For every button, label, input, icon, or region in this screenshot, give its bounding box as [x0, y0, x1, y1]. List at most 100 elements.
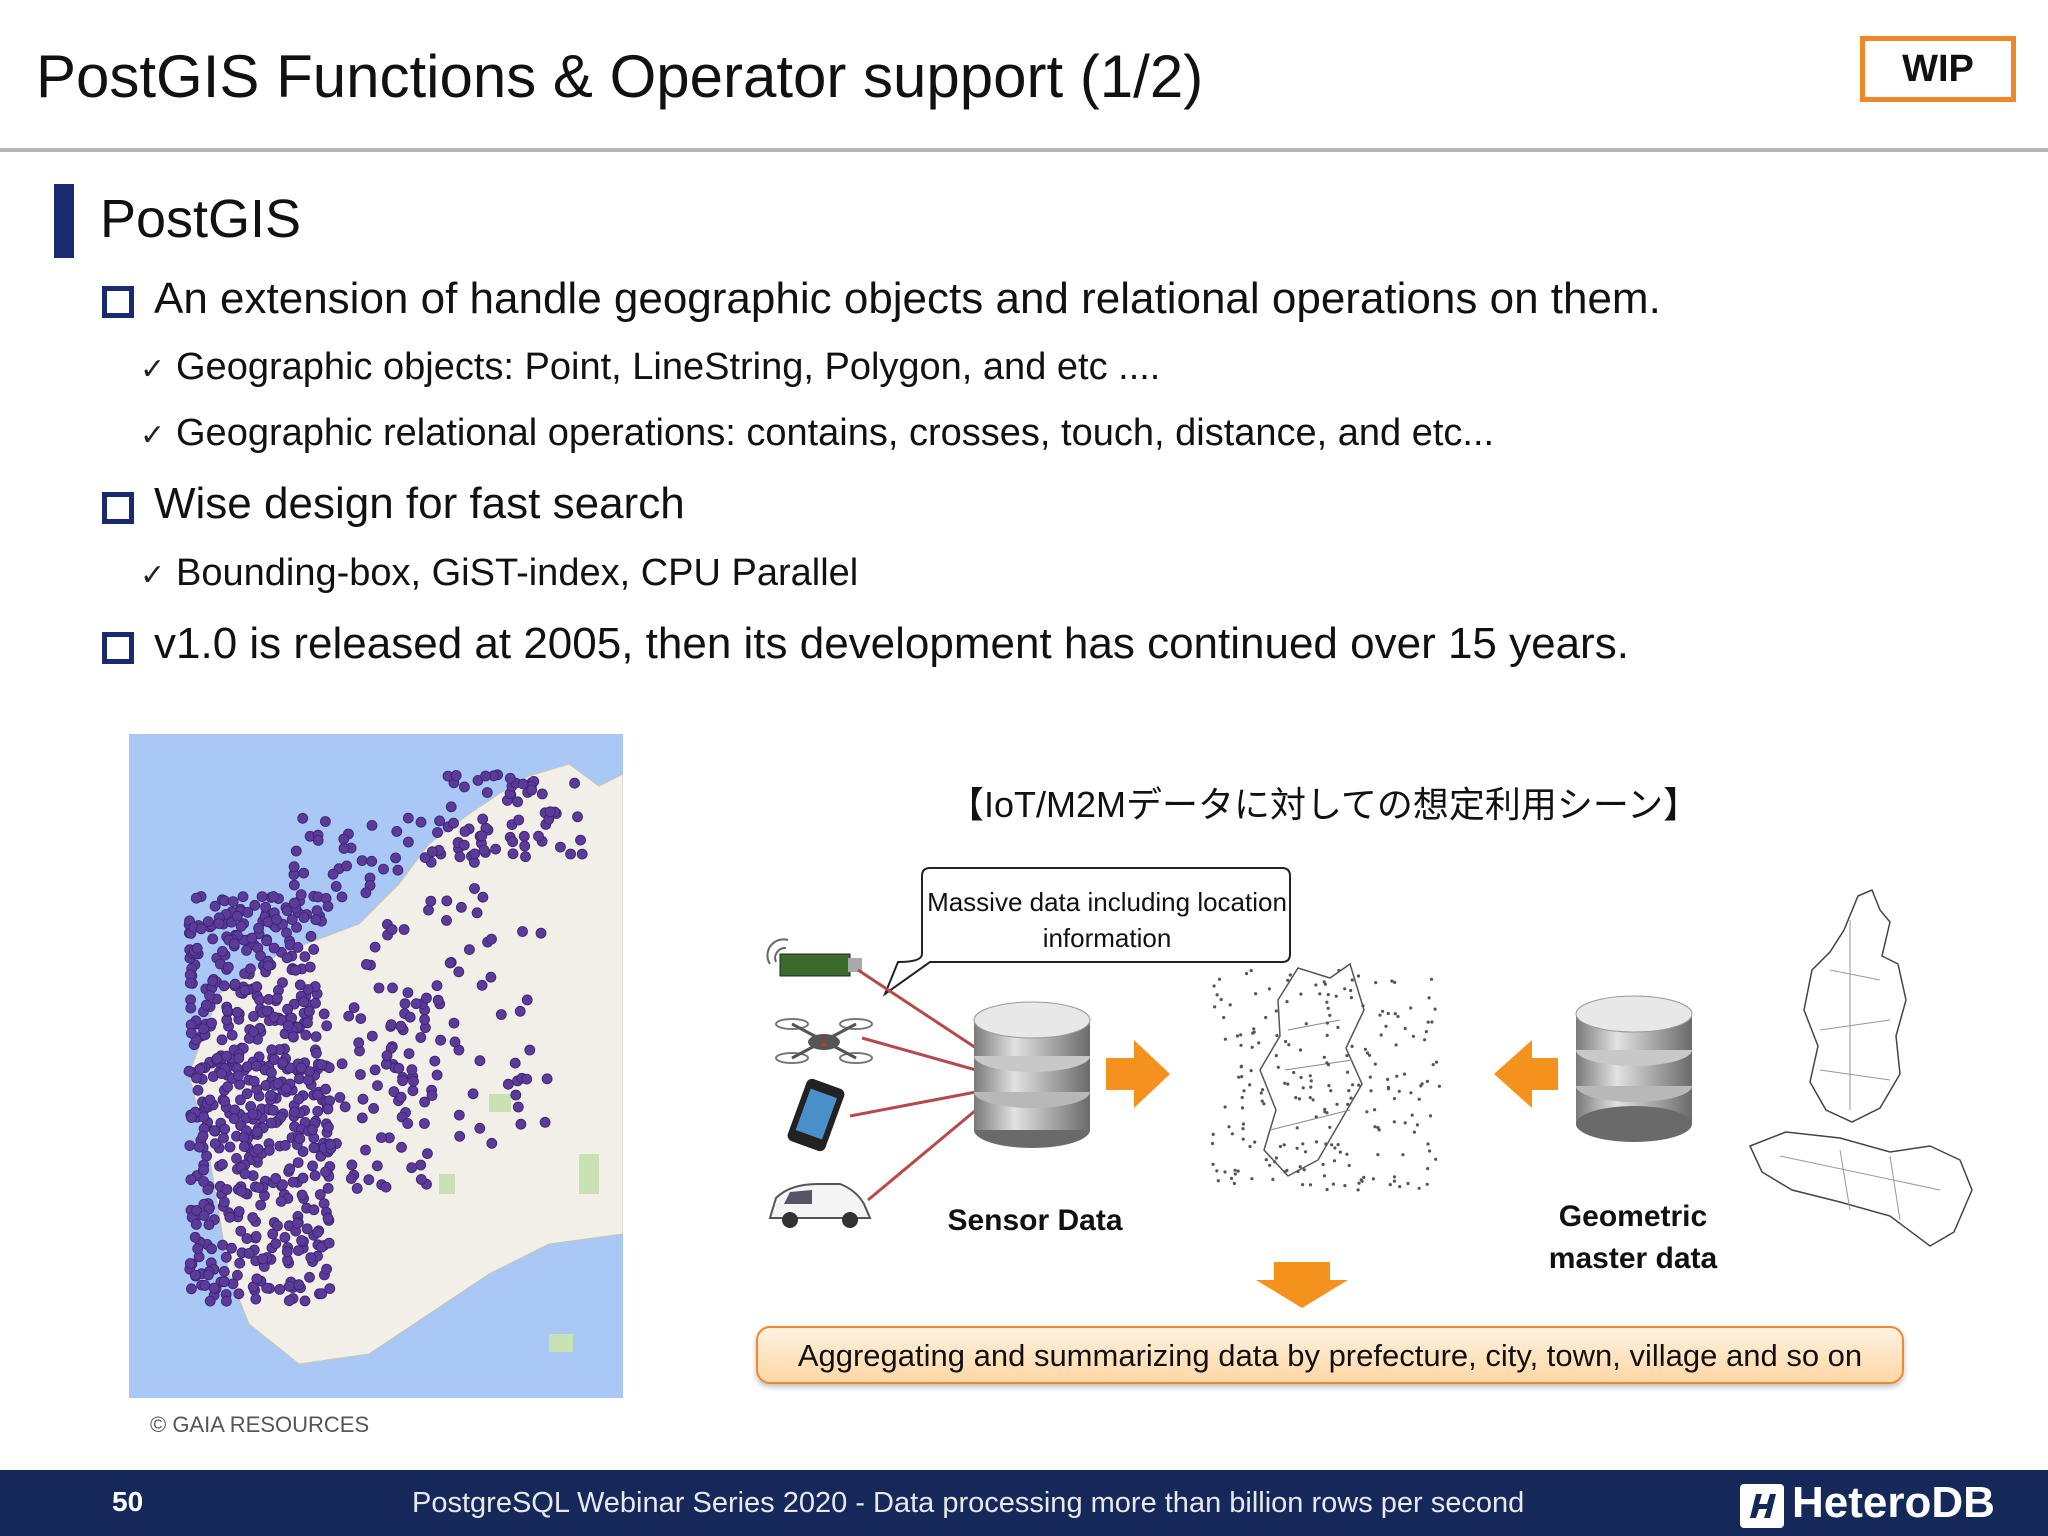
scatter-dot — [1296, 1169, 1300, 1174]
scatter-dot — [1338, 1150, 1342, 1154]
map-point — [254, 994, 265, 1006]
map-point — [454, 1130, 466, 1142]
map-point — [247, 1108, 259, 1120]
boundary-maps — [1748, 889, 1973, 1247]
map-point — [366, 820, 378, 831]
map-point — [308, 943, 320, 955]
map-point — [209, 1138, 221, 1150]
map-point — [261, 1005, 273, 1017]
scatter-dot — [1239, 1043, 1243, 1047]
scatter-dot — [1308, 1183, 1313, 1187]
map-point — [216, 1068, 227, 1080]
scatter-dot — [1309, 1085, 1313, 1089]
map-point — [518, 830, 530, 842]
map-point — [238, 1141, 250, 1153]
map-point — [239, 1168, 251, 1180]
map-point — [395, 1020, 407, 1032]
map-point — [306, 1124, 318, 1136]
map-point — [463, 944, 475, 956]
map-point — [346, 1159, 358, 1171]
map-point — [517, 926, 528, 937]
scatter-dot — [1262, 1102, 1266, 1106]
map-point — [402, 836, 414, 848]
scatter-dot — [1397, 1089, 1401, 1093]
map-point — [402, 812, 414, 824]
map-svg — [129, 734, 623, 1398]
map-point — [257, 1253, 269, 1265]
sensor-data-label: Sensor Data — [947, 1204, 1123, 1237]
map-point — [282, 1003, 294, 1015]
aggregation-box: Aggregating and summarizing data by pref… — [756, 1326, 1904, 1384]
map-point — [312, 1089, 323, 1101]
map-point — [356, 1112, 368, 1124]
scatter-dot — [1392, 1120, 1396, 1124]
scatter-dot — [1376, 1153, 1380, 1157]
map-point — [369, 1064, 381, 1076]
map-point — [338, 833, 350, 845]
scatter-dot — [1431, 1063, 1435, 1067]
scatter-dot — [1322, 980, 1326, 984]
scatter-dot — [1323, 1110, 1327, 1114]
map-point — [203, 1219, 215, 1231]
map-point — [262, 960, 274, 972]
map-point — [221, 1295, 232, 1307]
scatter-dot — [1417, 1097, 1421, 1101]
scatter-dot — [1309, 1079, 1313, 1083]
scatter-dot — [1323, 1107, 1327, 1111]
map-point — [419, 852, 431, 863]
scatter-dot — [1259, 1091, 1263, 1095]
scatter-dot — [1343, 987, 1347, 991]
scatter-dot — [1325, 1061, 1329, 1065]
scatter-dot — [1223, 1037, 1227, 1041]
map-point — [250, 1230, 262, 1242]
map-point — [486, 1137, 498, 1149]
scatter-dot — [1336, 1025, 1340, 1029]
scatter-dot — [1328, 1125, 1332, 1129]
map-point — [397, 1075, 409, 1087]
map-point — [321, 1020, 333, 1032]
scatter-dot — [1390, 979, 1394, 983]
scatter-dot — [1264, 1015, 1268, 1020]
map-point — [279, 1231, 291, 1243]
map-point — [274, 1284, 286, 1295]
scatter-dot — [1284, 1039, 1288, 1044]
scatter-dot — [1392, 1097, 1397, 1101]
scatter-dot — [1235, 1034, 1239, 1038]
map-point — [255, 950, 266, 962]
map-point — [434, 815, 446, 827]
map-point — [322, 1103, 334, 1115]
map-point — [226, 1242, 237, 1254]
map-point — [336, 891, 348, 903]
arrow-right-icon — [1106, 1040, 1170, 1108]
diagram-canvas — [766, 867, 1973, 1308]
map-point — [218, 980, 230, 992]
map-point — [402, 1118, 414, 1129]
scatter-dot — [1276, 1065, 1280, 1069]
scatter-dot — [1386, 1087, 1390, 1091]
map-point — [301, 1223, 313, 1235]
scatter-dot — [1236, 1169, 1240, 1173]
scatter-dot — [1278, 1144, 1282, 1149]
map-point — [391, 826, 403, 837]
brand-name: HeteroDB — [1792, 1478, 1995, 1527]
map-point — [402, 987, 414, 999]
scatter-dot — [1332, 1159, 1337, 1163]
map-point — [495, 1009, 507, 1020]
scatter-dot — [1273, 1160, 1277, 1164]
scatter-dot — [1275, 1034, 1279, 1038]
scatter-dot — [1285, 1000, 1289, 1004]
scatter-dot — [1274, 1009, 1278, 1013]
scatter-dot — [1286, 978, 1290, 982]
map-point — [247, 1212, 259, 1223]
map-point — [512, 1101, 524, 1113]
map-point — [448, 1017, 460, 1029]
map-point — [458, 781, 470, 793]
map-point — [372, 1080, 383, 1092]
map-point — [221, 1184, 233, 1195]
map-point — [304, 1271, 315, 1283]
map-point — [218, 1276, 230, 1288]
scatter-dot — [1257, 1041, 1261, 1045]
map-point — [221, 1005, 233, 1016]
scatter-dot — [1254, 992, 1258, 996]
map-point — [232, 1269, 243, 1281]
